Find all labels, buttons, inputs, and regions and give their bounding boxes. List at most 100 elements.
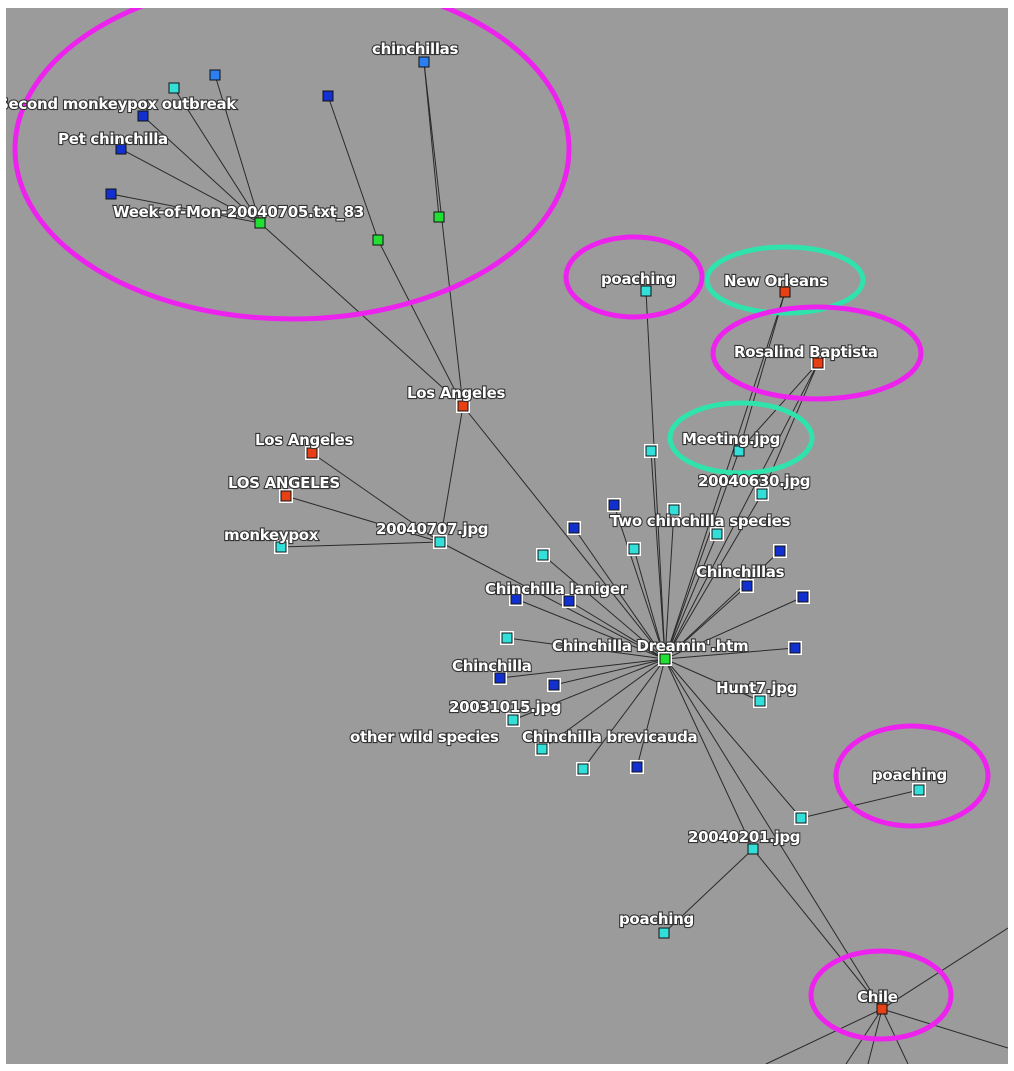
graph-node-n-577[interactable]: [577, 763, 589, 775]
graph-node-n-628[interactable]: [628, 543, 640, 555]
graph-node-brevicauda[interactable]: [536, 743, 548, 755]
graph-edge: [664, 533, 718, 660]
graph-node-rosalind[interactable]: [812, 357, 824, 369]
graph-node-cluster-n3[interactable]: [322, 90, 334, 102]
graph-edge: [120, 148, 261, 224]
graph-node-los-angeles-caps[interactable]: [280, 490, 292, 502]
graph-node-n-631[interactable]: [631, 761, 643, 773]
highlight-ring-meeting: [667, 400, 815, 476]
graph-node-chinchillas-mid[interactable]: [741, 580, 753, 592]
graph-node-n-774[interactable]: [774, 545, 786, 557]
graph-edge: [664, 509, 675, 660]
graph-edge: [568, 600, 666, 660]
node-label: 20040707.jpg: [376, 520, 488, 538]
graph-node-los-angeles-2[interactable]: [306, 447, 318, 459]
graph-node-dreamin-hub[interactable]: [659, 653, 671, 665]
graph-edge: [423, 61, 464, 407]
graph-edge: [439, 405, 464, 543]
graph-canvas[interactable]: chinchillas Second monkeypox outbreak Pe…: [6, 8, 1008, 1064]
graph-edge: [553, 658, 666, 686]
graph-node-img-20031015[interactable]: [507, 714, 519, 726]
graph-edge: [582, 658, 666, 770]
graph-edge: [664, 362, 819, 660]
graph-node-pet-chinchilla[interactable]: [115, 143, 127, 155]
node-label: monkeypox: [224, 526, 319, 544]
graph-edge: [285, 495, 441, 543]
graph-edge: [377, 239, 464, 407]
graph-edge: [664, 596, 804, 660]
graph-node-meeting-node[interactable]: [733, 445, 745, 457]
graph-node-n-501[interactable]: [501, 632, 513, 644]
graph-viewport[interactable]: chinchillas Second monkeypox outbreak Pe…: [6, 8, 1008, 1064]
graph-node-cluster-n4[interactable]: [105, 188, 117, 200]
highlight-ring-poaching-right: [833, 723, 991, 829]
node-label: Chinchillas: [696, 563, 785, 581]
graph-node-monkeypox[interactable]: [275, 541, 287, 553]
graph-node-week-file[interactable]: [254, 217, 266, 229]
graph-node-n-537[interactable]: [537, 549, 549, 561]
graph-edge: [636, 658, 666, 768]
graph-edge: [664, 658, 802, 819]
node-label: Two chinchilla species: [610, 512, 790, 530]
graph-node-img-20040630[interactable]: [756, 488, 768, 500]
graph-edge: [664, 585, 748, 660]
graph-node-n-795[interactable]: [795, 812, 807, 824]
graph-node-new-orleans[interactable]: [779, 286, 791, 298]
graph-edge: [645, 290, 666, 660]
node-label: LOS ANGELES: [228, 474, 340, 492]
graph-edge: [541, 658, 666, 750]
graph-edge: [664, 658, 883, 1010]
graph-node-n-two-b[interactable]: [668, 504, 680, 516]
graph-node-dreamin-right[interactable]: [789, 642, 801, 654]
highlight-ring-new-orleans: [704, 244, 866, 316]
graph-node-poaching-bottom[interactable]: [658, 927, 670, 939]
graph-edge: [881, 1008, 1008, 1049]
graph-edge: [423, 61, 440, 218]
node-label: Los Angeles: [407, 384, 506, 402]
graph-node-n-two-a[interactable]: [608, 499, 620, 511]
graph-node-second-outbreak[interactable]: [137, 110, 149, 122]
graph-edge: [738, 291, 786, 452]
graph-edge: [512, 658, 666, 721]
graph-node-chinchilla[interactable]: [494, 672, 506, 684]
graph-node-poaching-right[interactable]: [913, 784, 925, 796]
graph-edge: [613, 504, 666, 660]
graph-node-poaching-top[interactable]: [640, 285, 652, 297]
graph-node-chile[interactable]: [876, 1003, 888, 1015]
graph-node-chinchillas-top[interactable]: [418, 56, 430, 68]
highlight-ring-rosalind: [710, 304, 924, 402]
graph-node-n-797[interactable]: [797, 591, 809, 603]
graph-edge: [633, 548, 666, 660]
graph-node-hunt[interactable]: [754, 695, 766, 707]
graph-node-cluster-green-b[interactable]: [372, 234, 384, 246]
label-layer: chinchillas Second monkeypox outbreak Pe…: [6, 39, 948, 1007]
graph-edge: [663, 848, 754, 934]
graph-node-cluster-green-a[interactable]: [433, 211, 445, 223]
node-label: poaching: [872, 766, 947, 784]
graph-edge: [515, 598, 666, 660]
graph-edge: [664, 658, 761, 702]
node-label: 20040630.jpg: [698, 472, 810, 490]
graph-edge: [881, 927, 1008, 1010]
graph-node-meeting[interactable]: [645, 445, 657, 457]
graph-edge: [765, 1008, 883, 1064]
graph-node-n-two-c[interactable]: [711, 528, 723, 540]
node-label: Chinchilla laniger: [485, 580, 628, 598]
graph-edge: [214, 74, 261, 224]
graph-node-los-angeles-hub[interactable]: [457, 400, 469, 412]
highlight-rings: [12, 8, 991, 1042]
graph-node-n-548[interactable]: [548, 679, 560, 691]
cluster-ring-monkeypox: [12, 8, 572, 322]
graph-node-cluster-n2[interactable]: [209, 69, 221, 81]
graph-edge: [311, 452, 441, 543]
node-label: Rosalind Baptista: [734, 343, 878, 361]
graph-node-laniger-a[interactable]: [510, 593, 522, 605]
graph-edge: [173, 87, 261, 224]
graph-edge: [664, 658, 754, 850]
graph-node-img-20040707[interactable]: [434, 536, 446, 548]
graph-node-img-20040201[interactable]: [747, 843, 759, 855]
graph-node-cluster-n1[interactable]: [168, 82, 180, 94]
graph-node-n-569[interactable]: [568, 522, 580, 534]
graph-node-laniger-b[interactable]: [563, 595, 575, 607]
node-label: poaching: [601, 270, 676, 288]
